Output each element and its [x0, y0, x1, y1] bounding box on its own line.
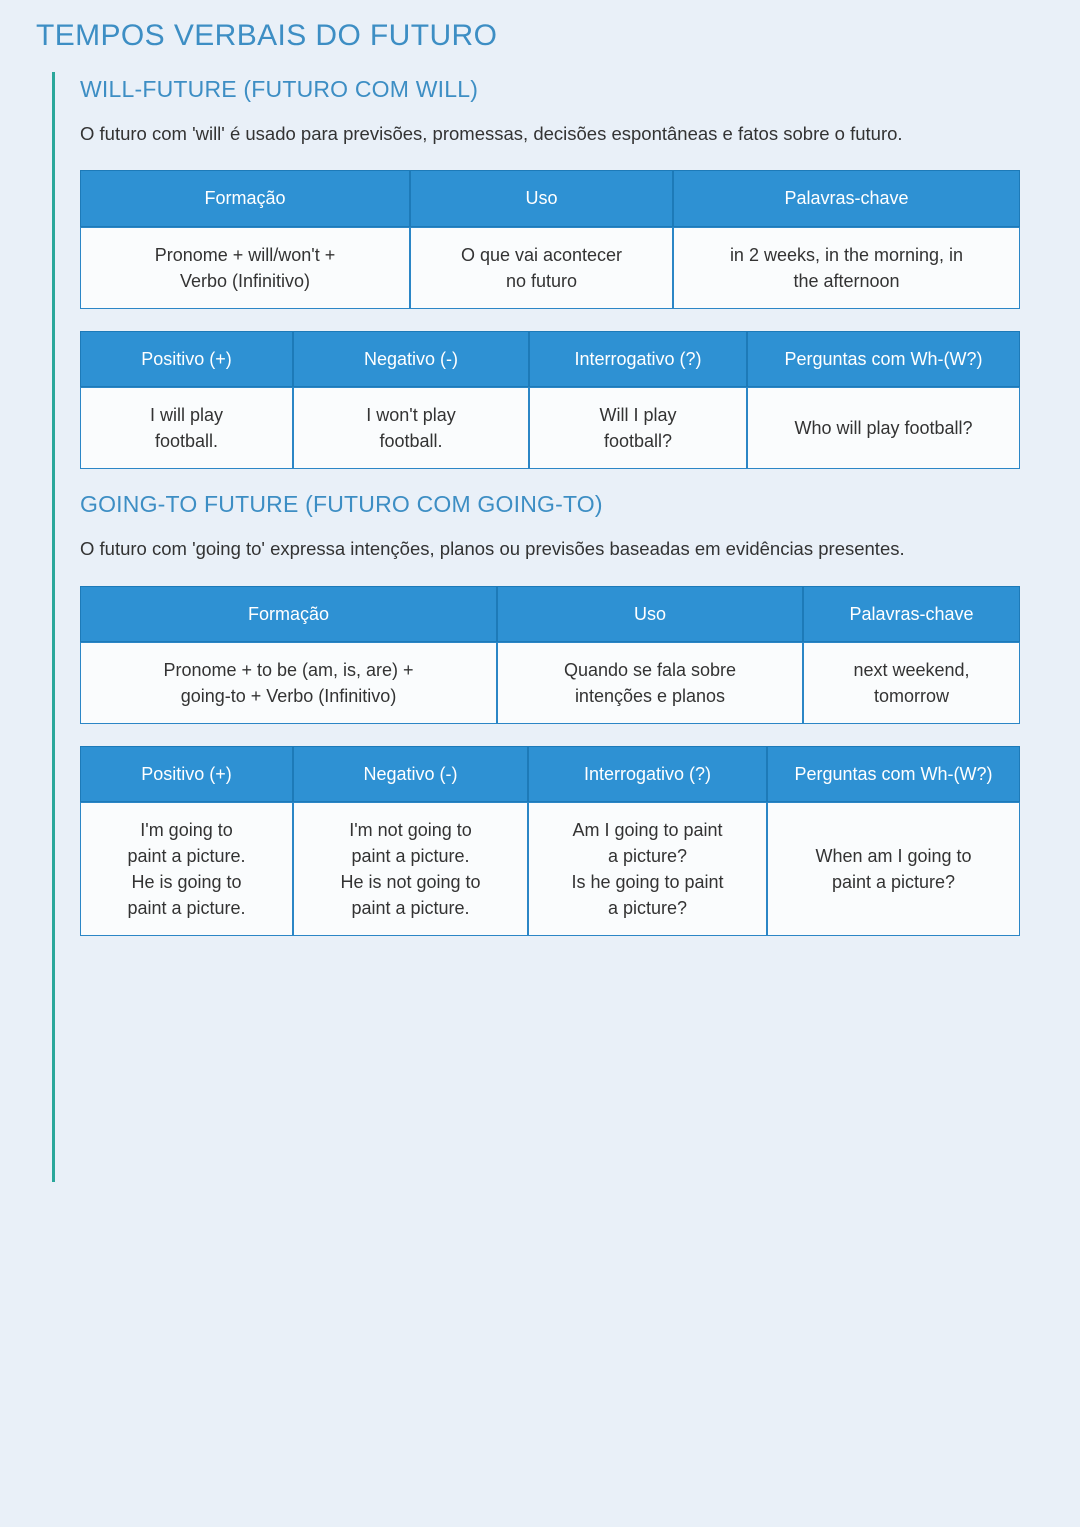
- cell-positivo: I'm going to paint a picture. He is goin…: [80, 801, 293, 937]
- table-goingto-formation-wrap: Formação Uso Palavras-chave Pronome + to…: [80, 585, 1020, 724]
- cell-line: O que vai acontecer: [460, 244, 623, 265]
- cell-line: I'm going to: [140, 819, 233, 840]
- cell-positivo: I will play football.: [80, 386, 293, 470]
- cell-line: paint a picture.: [351, 845, 470, 866]
- cell-negativo: I won't play football.: [293, 386, 529, 470]
- section-going-to-future: GOING-TO FUTURE (FUTURO COM GOING-TO) O …: [52, 487, 1080, 937]
- cell-line: the afternoon: [793, 270, 900, 291]
- cell-formacao: Pronome + will/won't + Verbo (Infinitivo…: [80, 226, 410, 309]
- section-will-future: WILL-FUTURE (FUTURO COM WILL) O futuro c…: [52, 72, 1080, 487]
- cell-line: a picture?: [607, 845, 688, 866]
- column-header-wh-perguntas: Perguntas com Wh-(W?): [747, 330, 1020, 387]
- table-header-row: Positivo (+) Negativo (-) Interrogativo …: [80, 330, 1020, 387]
- table-goingto-formation: Formação Uso Palavras-chave Pronome + to…: [80, 585, 1020, 724]
- sections-container: WILL-FUTURE (FUTURO COM WILL) O futuro c…: [0, 72, 1080, 1182]
- cell-wh-perguntas: Who will play football?: [747, 386, 1020, 470]
- cell-line: football.: [154, 430, 219, 451]
- column-header-palavras-chave: Palavras-chave: [803, 585, 1020, 642]
- section-heading: WILL-FUTURE (FUTURO COM WILL): [80, 76, 479, 102]
- page-title: TEMPOS VERBAIS DO FUTURO: [36, 19, 498, 52]
- cell-line: Will I play: [599, 404, 677, 425]
- cell-line: paint a picture?: [831, 872, 956, 893]
- cell-line: a picture?: [607, 898, 688, 919]
- cell-line: in 2 weeks, in the morning, in: [729, 244, 964, 265]
- cell-line: paint a picture.: [351, 898, 470, 919]
- table-row: Pronome + will/won't + Verbo (Infinitivo…: [80, 226, 1020, 309]
- cell-line: He is going to: [131, 872, 242, 893]
- column-header-positivo: Positivo (+): [80, 745, 293, 802]
- column-header-uso: Uso: [410, 170, 673, 227]
- cell-line: tomorrow: [873, 685, 949, 706]
- column-header-negativo: Negativo (-): [293, 745, 528, 802]
- cell-line: intenções e planos: [574, 685, 726, 706]
- cell-formacao: Pronome + to be (am, is, are) + going-to…: [80, 641, 497, 724]
- cell-line: Quando se fala sobre: [563, 659, 737, 680]
- cell-line: Who will play football?: [794, 417, 973, 438]
- cell-line: next weekend,: [853, 659, 970, 680]
- cell-line: football?: [603, 430, 673, 451]
- cell-palavras-chave: next weekend, tomorrow: [803, 641, 1020, 724]
- cell-interrogativo: Am I going to paint a picture? Is he goi…: [528, 801, 767, 937]
- column-header-palavras-chave: Palavras-chave: [673, 170, 1020, 227]
- cell-line: Verbo (Infinitivo): [179, 270, 311, 291]
- column-header-wh-perguntas: Perguntas com Wh-(W?): [767, 745, 1020, 802]
- table-will-formation: Formação Uso Palavras-chave Pronome + wi…: [80, 170, 1020, 309]
- cell-line: Pronome + to be (am, is, are) +: [163, 659, 414, 680]
- column-header-formacao: Formação: [80, 585, 497, 642]
- table-header-row: Formação Uso Palavras-chave: [80, 170, 1020, 227]
- table-goingto-forms: Positivo (+) Negativo (-) Interrogativo …: [80, 745, 1020, 937]
- table-header-row: Formação Uso Palavras-chave: [80, 585, 1020, 642]
- table-will-formation-wrap: Formação Uso Palavras-chave Pronome + wi…: [80, 170, 1020, 309]
- cell-line: no futuro: [505, 270, 578, 291]
- column-header-negativo: Negativo (-): [293, 330, 529, 387]
- cell-uso: Quando se fala sobre intenções e planos: [497, 641, 803, 724]
- cell-line: paint a picture.: [127, 845, 246, 866]
- cell-line: Am I going to paint: [572, 819, 723, 840]
- column-header-positivo: Positivo (+): [80, 330, 293, 387]
- cell-palavras-chave: in 2 weeks, in the morning, in the after…: [673, 226, 1020, 309]
- column-header-interrogativo: Interrogativo (?): [529, 330, 747, 387]
- table-row: I'm going to paint a picture. He is goin…: [80, 801, 1020, 937]
- table-will-forms: Positivo (+) Negativo (-) Interrogativo …: [80, 330, 1020, 470]
- table-header-row: Positivo (+) Negativo (-) Interrogativo …: [80, 745, 1020, 802]
- cell-line: Is he going to paint: [571, 872, 724, 893]
- cell-line: I will play: [149, 404, 224, 425]
- cell-line: I'm not going to: [349, 819, 472, 840]
- cell-line: When am I going to: [815, 845, 972, 866]
- cell-line: paint a picture.: [127, 898, 246, 919]
- cell-line: Pronome + will/won't +: [154, 244, 336, 265]
- cell-line: He is not going to: [340, 872, 481, 893]
- cell-line: I won't play: [366, 404, 456, 425]
- cell-line: going-to + Verbo (Infinitivo): [180, 685, 397, 706]
- cell-interrogativo: Will I play football?: [529, 386, 747, 470]
- cell-uso: O que vai acontecer no futuro: [410, 226, 673, 309]
- cell-wh-perguntas: When am I going to paint a picture?: [767, 801, 1020, 937]
- section-description: O futuro com 'going to' expressa intençõ…: [80, 537, 905, 559]
- accent-rail: [52, 72, 55, 1182]
- table-row: I will play football. I won't play footb…: [80, 386, 1020, 470]
- table-row: Pronome + to be (am, is, are) + going-to…: [80, 641, 1020, 724]
- table-goingto-forms-wrap: Positivo (+) Negativo (-) Interrogativo …: [80, 745, 1020, 937]
- cell-line: football.: [379, 430, 443, 451]
- spacer: [80, 469, 1040, 487]
- section-description: O futuro com 'will' é usado para previsõ…: [80, 122, 903, 144]
- column-header-uso: Uso: [497, 585, 803, 642]
- cell-negativo: I'm not going to paint a picture. He is …: [293, 801, 528, 937]
- column-header-interrogativo: Interrogativo (?): [528, 745, 767, 802]
- section-heading: GOING-TO FUTURE (FUTURO COM GOING-TO): [80, 491, 603, 518]
- column-header-formacao: Formação: [80, 170, 410, 227]
- table-will-forms-wrap: Positivo (+) Negativo (-) Interrogativo …: [80, 330, 1020, 470]
